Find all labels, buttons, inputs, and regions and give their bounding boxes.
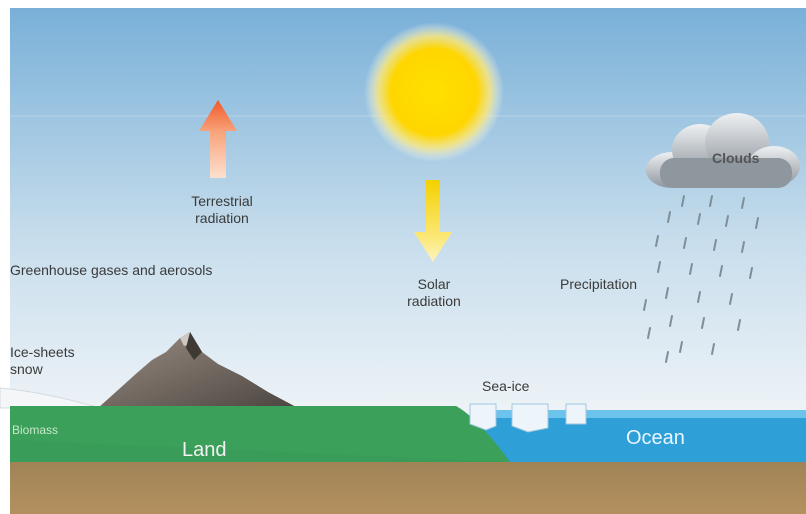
sea-ice xyxy=(469,403,587,433)
ice-sheets-line2: snow xyxy=(10,361,43,377)
ocean-label: Ocean xyxy=(626,427,685,449)
ocean-surface xyxy=(478,410,806,418)
ice-sheets-line1: Ice-sheets xyxy=(10,344,75,360)
ocean-water xyxy=(478,410,806,462)
land-label: Land xyxy=(182,439,227,461)
precipitation-label: Precipitation xyxy=(560,276,638,292)
cloud-icon xyxy=(646,113,800,188)
solar-radiation-arrow xyxy=(414,180,452,262)
sea-ice-label: Sea-ice xyxy=(482,378,530,394)
clouds-label: Clouds xyxy=(712,150,760,166)
sun-icon xyxy=(364,22,504,162)
greenhouse-label: Greenhouse gases and aerosols xyxy=(10,262,213,278)
terrestrial-line1: Terrestrial xyxy=(191,193,253,209)
solar-line2: radiation xyxy=(407,293,461,309)
solar-radiation-label: Solar radiation xyxy=(396,276,472,310)
terrestrial-radiation-arrow xyxy=(199,100,237,178)
rain-drops xyxy=(643,195,759,363)
terrestrial-line2: radiation xyxy=(195,210,249,226)
biomass-label: Biomass xyxy=(12,423,59,437)
solar-line1: Solar xyxy=(417,276,451,292)
terrestrial-radiation-label: Terrestrial radiation xyxy=(176,193,268,227)
ice-sheets-label: Ice-sheets snow xyxy=(10,344,75,378)
land-soil-edge xyxy=(10,440,510,462)
mountain xyxy=(98,332,298,408)
